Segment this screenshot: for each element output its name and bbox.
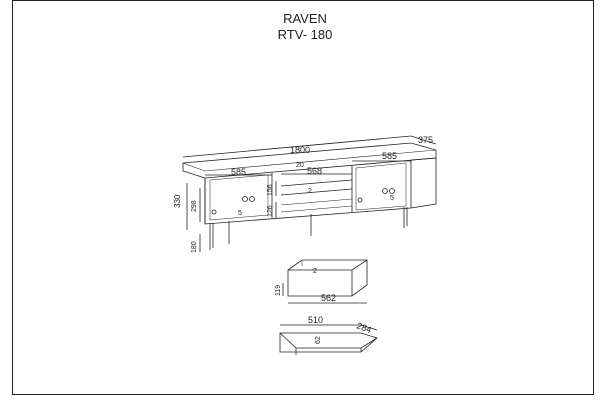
insert-height-label: 62 [315, 336, 322, 344]
dim-line-width [182, 135, 412, 158]
center-shelf [280, 179, 353, 196]
insert-width-label: 510 [308, 315, 323, 325]
insert-depth-label: 284 [355, 320, 373, 335]
dim-leg-label: 180 [191, 241, 198, 253]
insert-tray [279, 332, 378, 353]
dim-inner-label: 298 [191, 200, 198, 212]
dim-width-label: 1800 [290, 145, 310, 155]
dim-lower-label: 126 [267, 205, 274, 217]
model-code: RTV- 180 [277, 27, 333, 42]
dim-center-label: 568 [307, 166, 322, 176]
drawing-sheet [12, 0, 594, 395]
dim-shelf-count-left: 5 [238, 210, 242, 217]
drawer-count-label: 2 [313, 268, 317, 275]
drawer-height-label: 119 [275, 285, 282, 296]
insert-dim-depth [360, 324, 378, 331]
model-name: RAVEN [283, 11, 327, 26]
dim-shelf-label: 156 [267, 184, 274, 196]
dim-right-label: 585 [382, 151, 397, 161]
dim-top-label: 20 [296, 162, 304, 169]
cabinet-legs [209, 207, 408, 250]
dim-left-label: 585 [231, 167, 246, 177]
dim-shelf-count-right: 5 [390, 195, 394, 202]
dim-depth-label: 375 [418, 135, 433, 145]
dim-height-label: 330 [173, 194, 182, 208]
drawer-width-label: 562 [321, 293, 336, 303]
dim-shelf-count-center: 2 [308, 188, 312, 195]
drawer-box [287, 259, 368, 297]
